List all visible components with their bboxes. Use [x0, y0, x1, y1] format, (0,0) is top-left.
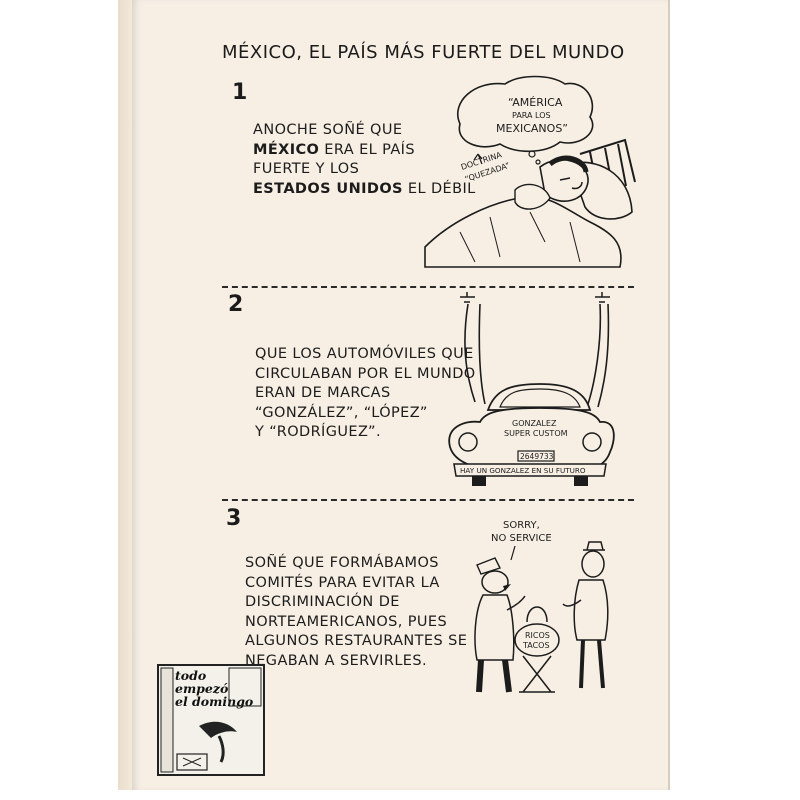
- license-plate-number: 2649733: [520, 452, 554, 461]
- panel-1-caption: ANOCHE SOÑÉ QUE MÉXICO ERA EL PAÍS FUERT…: [253, 121, 476, 199]
- waiter-mustache: [503, 584, 511, 591]
- waiter-body: [474, 594, 515, 661]
- caption-line: NEGABAN A SERVIRLES.: [245, 652, 427, 669]
- blanket: [424, 195, 622, 268]
- thought-bubble: [457, 75, 594, 153]
- blanket-folds: [459, 211, 581, 263]
- book-spine-shadow: [118, 0, 132, 790]
- caption-line: NORTEAMERICANOS, PUES: [245, 613, 448, 630]
- panel-divider: [222, 499, 634, 501]
- cover-window: [228, 667, 262, 707]
- caption-line: ERAN DE MARCAS: [255, 385, 391, 401]
- eagle-body: [217, 735, 225, 763]
- headlight-icon: [458, 432, 478, 452]
- bubble-line: “AMÉRICA: [508, 96, 563, 109]
- page-title: MÉXICO, EL PAÍS MÁS FUERTE DEL MUNDO: [222, 42, 625, 63]
- license-plate: [517, 450, 555, 462]
- car-brand-line: SUPER CUSTOM: [504, 429, 568, 438]
- cover-box: [176, 753, 208, 771]
- sleeper-face: [559, 177, 583, 190]
- cover-title-line: el domingo: [175, 694, 254, 709]
- car-roof: [486, 383, 592, 411]
- antenna-pole: [587, 303, 610, 408]
- panel-3-number: 3: [226, 506, 242, 531]
- waiter-head: [481, 570, 509, 594]
- cover-spine-stripe: [160, 667, 174, 773]
- basket-line: RICOS: [525, 631, 550, 640]
- tire: [472, 476, 486, 486]
- panel-3-caption: SOÑÉ QUE FORMÁBAMOS COMITÉS PARA EVITAR …: [245, 554, 467, 671]
- antenna-pole: [464, 303, 486, 405]
- arrow-icon: [473, 153, 483, 165]
- thought-dot: [528, 150, 536, 158]
- caption-line: FUERTE Y LOS: [253, 161, 360, 177]
- waiter-cap: [476, 557, 501, 575]
- caption-line: QUE LOS AUTOMÓVILES QUE: [255, 346, 474, 362]
- caption-line: “GONZÁLEZ”, “LÓPEZ”: [255, 404, 428, 421]
- cover-title-line: todo empezó: [175, 668, 229, 696]
- eagle-icon: [199, 721, 237, 738]
- book-cover-thumbnail: todo empezó el domingo: [157, 664, 265, 776]
- waiter-legs: [476, 659, 512, 693]
- caption-line: COMITÉS PARA EVITAR LA: [245, 574, 440, 591]
- headlight-icon: [582, 432, 602, 452]
- cover-illustration: [160, 667, 262, 773]
- car-brand-line: GONZALEZ: [512, 419, 557, 428]
- tourist-legs: [579, 639, 605, 689]
- restaurant-cartoon: SORRY, NO SERVICE RICOS TACOS: [474, 520, 609, 693]
- caption-line: MÉXICO ERA EL PAÍS: [253, 141, 415, 158]
- bumper-slogan: HAY UN GONZALEZ EN SU FUTURO: [460, 466, 586, 475]
- basket-line: TACOS: [522, 641, 550, 650]
- caption-line: SOÑÉ QUE FORMÁBAMOS: [245, 555, 439, 571]
- panel-1-number: 1: [232, 80, 248, 105]
- cover-title: todo empezó el domingo: [175, 669, 263, 708]
- panel-2-number: 2: [228, 292, 244, 317]
- tourist-body: [573, 579, 609, 641]
- speech-line: SORRY,: [503, 520, 540, 531]
- sleeper-hands: [514, 183, 551, 210]
- basket-stand: [519, 655, 555, 693]
- antenna-icon: [595, 292, 610, 303]
- car-windshield: [499, 388, 581, 408]
- caption-line: Y “RODRÍGUEZ”.: [255, 424, 381, 440]
- caption-line: ALGUNOS RESTAURANTES SE: [245, 633, 468, 649]
- car-cartoon: GONZALEZ SUPER CUSTOM 2649733 HAY UN GON…: [448, 292, 615, 486]
- waiter-arm: [506, 595, 526, 611]
- basket-handle: [526, 606, 548, 623]
- caption-line: ESTADOS UNIDOS EL DÉBIL: [253, 180, 476, 197]
- tourist-hat: [583, 541, 605, 551]
- sleeper-hair: [548, 155, 589, 173]
- speech-pointer: [510, 545, 516, 561]
- panel-divider: [222, 286, 634, 288]
- taco-basket: [514, 623, 560, 657]
- caption-line: DISCRIMINACIÓN DE: [245, 594, 400, 610]
- cover-box-cross: [182, 757, 202, 767]
- speech-line: NO SERVICE: [491, 533, 552, 544]
- bumper: [453, 463, 607, 477]
- bubble-line: MEXICANOS”: [496, 122, 568, 135]
- caption-line: ANOCHE SOÑÉ QUE: [253, 122, 403, 138]
- bubble-line: PARA LOS: [512, 111, 551, 120]
- sleeping-man-cartoon: “AMÉRICA PARA LOS MEXICANOS” DOCTRINA “Q…: [424, 75, 636, 268]
- antenna-icon: [460, 292, 475, 303]
- caption-line: CIRCULABAN POR EL MUNDO: [255, 365, 476, 382]
- panel-2-caption: QUE LOS AUTOMÓVILES QUE CIRCULABAN POR E…: [255, 345, 476, 443]
- tourist-head: [581, 550, 605, 578]
- thought-dot: [535, 159, 541, 165]
- tire: [574, 476, 588, 486]
- tourist-arm: [562, 599, 582, 607]
